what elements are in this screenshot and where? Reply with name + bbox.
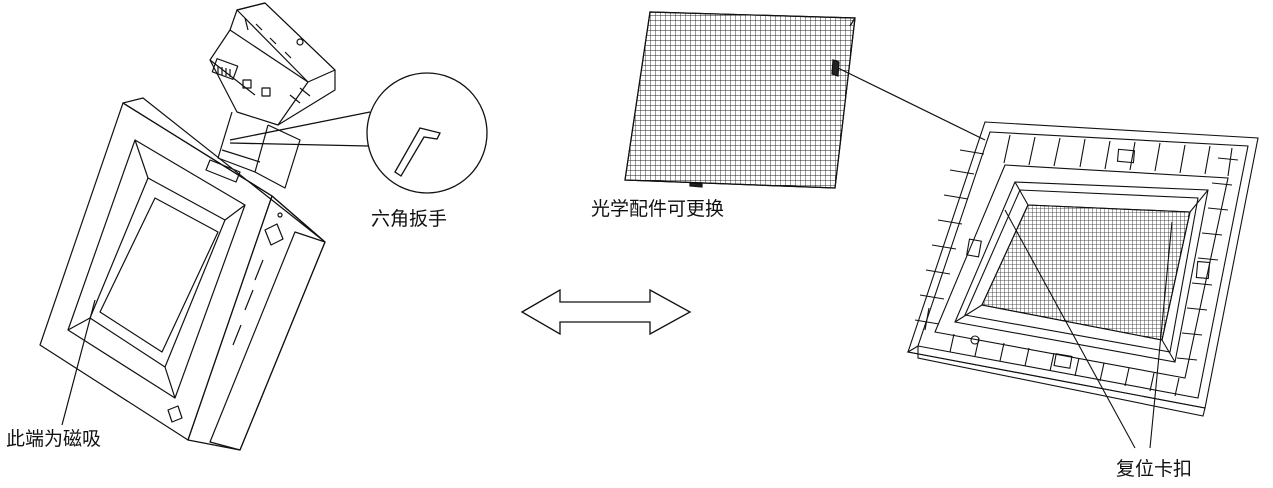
- clip-leader-line-1: [1004, 209, 1136, 449]
- spotlight-fixture: [39, 2, 336, 451]
- callout-line-upper: [229, 111, 371, 141]
- double-headed-arrow-icon: [520, 288, 692, 336]
- hex-wrench-label: 六角扳手: [371, 208, 448, 230]
- clip-leader-line-2: [1149, 221, 1173, 449]
- magnetic-end-label: 此端为磁吸: [6, 428, 102, 450]
- wrench-callout: [229, 72, 488, 194]
- optics-leader-line: [837, 67, 986, 141]
- reset-clip-label: 复位卡扣: [1116, 458, 1193, 480]
- hex-key-icon: [394, 127, 441, 177]
- reflector-frame: [906, 121, 1259, 449]
- magnifier-circle: [366, 72, 488, 194]
- optics-replaceable-label: 光学配件可更换: [591, 198, 725, 220]
- callout-line-lower: [229, 142, 369, 147]
- magnet-leader-line: [61, 299, 96, 426]
- track-adapter: [209, 2, 336, 126]
- lamp-housing: [39, 97, 326, 451]
- optics-panel: [624, 11, 986, 189]
- mount-arm: [217, 111, 301, 189]
